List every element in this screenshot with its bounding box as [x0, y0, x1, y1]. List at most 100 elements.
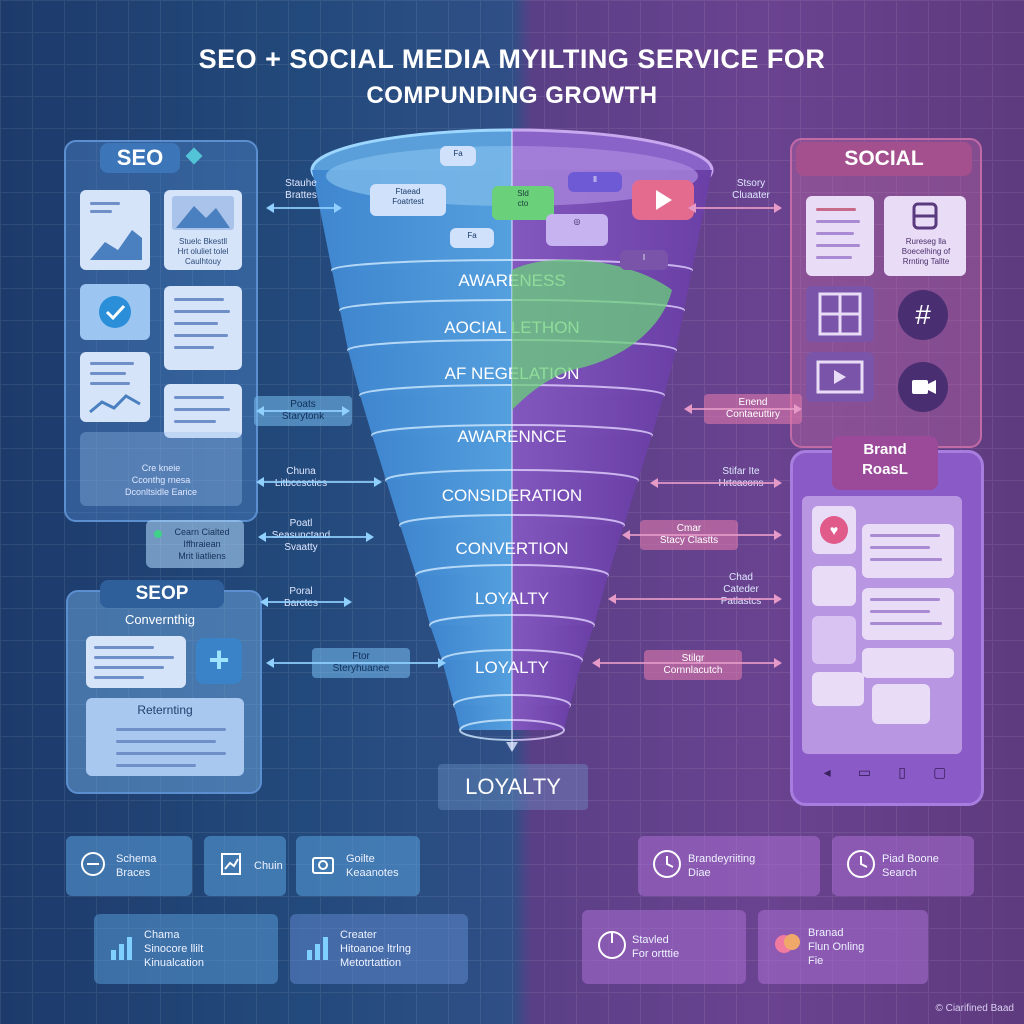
seo-chart-card: [80, 190, 150, 270]
arrow-head-icon: [774, 530, 782, 540]
bar-chart-icon: [108, 932, 138, 966]
arrow-head-icon: [684, 404, 692, 414]
feature-button-4[interactable]: Brandeyriiting Diae: [638, 836, 820, 896]
arrow-head-icon: [774, 478, 782, 488]
funnel-bubble-7: l: [620, 250, 668, 270]
bar-chart-icon: [304, 932, 334, 966]
seop-subtitle: Convernthig: [124, 612, 196, 627]
funnel-bubble-6: ◎: [546, 214, 608, 246]
left-callout-arrow-6: [268, 662, 444, 664]
heart-icon: ♥: [820, 516, 848, 544]
feature-button-label: Brandeyriiting Diae: [688, 853, 756, 879]
phone-text-card-5: [812, 672, 864, 706]
brain-icon: [772, 929, 804, 965]
feature-button-label: Stavled For ortttie: [632, 934, 680, 960]
chart-doc-icon: [218, 851, 244, 881]
seop-retarget-card: Reternting: [86, 698, 244, 776]
funnel-bubble-2: Fa: [440, 146, 476, 166]
seo-tag: SEO: [100, 143, 180, 173]
seo-chat-card: [164, 384, 242, 438]
funnel-bubble-3: Fa: [450, 228, 494, 248]
plus-button[interactable]: +: [196, 638, 242, 684]
mini-chart-icon: [89, 394, 141, 414]
seo-map-card: Cre kneie Cconthg rnesa Dconltsidle Eari…: [80, 432, 242, 506]
status-dot: [154, 530, 162, 538]
arrow-head-icon: [342, 406, 350, 416]
social-list-card: [806, 196, 874, 276]
left-callout-1: Stauhe Brattes: [285, 178, 317, 201]
right-callout-arrow-2: [686, 408, 800, 410]
feature-button-label: Branad Flun Onling Fie: [808, 927, 865, 967]
left-callout-arrow-4: [260, 536, 372, 538]
save-icon[interactable]: ▢: [933, 764, 947, 780]
feature-button-6[interactable]: Chama Sinocore llilt Kinualcation: [94, 914, 278, 984]
arrow-head-icon: [608, 594, 616, 604]
arrow-head-icon: [266, 203, 274, 213]
social-text-card: Rureseg lla Boecelhing of Rrnting Tallte: [884, 196, 966, 276]
social-tag: SOCIAL: [796, 142, 972, 176]
left-callout-4: Poatl Seasunctand Svaatty: [272, 518, 330, 553]
left-badge-text: Cearn Cialted Iffhraiean Mrit liatliens: [174, 527, 230, 561]
right-callout-arrow-1: [690, 207, 780, 209]
seo-footer-text: Cre kneie Cconthg rnesa Dconltsidle Eari…: [124, 463, 198, 497]
left-callout-arrow-2: [258, 410, 348, 412]
left-callout-5: Poral Barctes: [284, 586, 318, 609]
bookmark-icon[interactable]: ▯: [898, 764, 906, 780]
arrow-head-icon: [258, 532, 266, 542]
right-callout-arrow-3: [652, 482, 780, 484]
social-card-text: Rureseg lla Boecelhing of Rrnting Tallte: [901, 237, 951, 266]
seo-text-card: [164, 286, 242, 370]
arrow-head-icon: [366, 532, 374, 542]
book-icon[interactable]: ▭: [857, 764, 872, 780]
left-badge: Cearn Cialted Iffhraiean Mrit liatliens: [146, 520, 244, 568]
seo-check-card: [80, 284, 150, 340]
left-callout-3: Chuna Litbcescties: [274, 466, 328, 489]
layout-icon: [912, 202, 938, 230]
left-callout-arrow-3: [258, 481, 380, 483]
arrow-head-icon: [256, 406, 264, 416]
play-video-icon[interactable]: [632, 180, 694, 220]
seo-image-card: Stuelc Bkestll Hrt oluliet tolel Caulhto…: [164, 190, 242, 270]
arrow-head-icon: [256, 477, 264, 487]
arrow-head-icon: [650, 478, 658, 488]
grid-icon: [818, 292, 862, 336]
clock-icon: [652, 849, 682, 883]
feature-button-2[interactable]: Chuin: [204, 836, 286, 896]
phone-text-card-4: [862, 648, 954, 678]
arrow-head-icon: [334, 203, 342, 213]
check-icon: [99, 296, 131, 328]
clock-icon: [846, 849, 876, 883]
right-callout-1: Stsory Cluaater: [732, 178, 770, 201]
back-icon[interactable]: ◂: [823, 764, 831, 780]
arrow-head-icon: [374, 477, 382, 487]
social-grid-card: [806, 286, 874, 342]
globe-icon: [512, 259, 672, 410]
right-callout-6: Stilgr Cornnlacutch: [644, 650, 742, 680]
feature-button-5[interactable]: Piad Boone Search: [832, 836, 974, 896]
feature-button-label: Chuin: [254, 860, 283, 872]
feature-button-label: Creater Hitoanoe ltrlng Metotrtattion: [340, 929, 411, 969]
funnel-bottom-label: LOYALTY: [438, 764, 588, 810]
feature-button-8[interactable]: Stavled For ortttie: [582, 910, 746, 984]
seop-list-card: [86, 636, 186, 688]
right-callout-3: Stifar Ite Hrtcacons: [718, 466, 763, 489]
right-callout-arrow-4: [624, 534, 780, 536]
line-chart-icon: [90, 230, 142, 260]
feature-button-label: Goilte Keaanotes: [346, 853, 399, 879]
funnel-bubble-5: ll: [568, 172, 622, 192]
hashtag-icon[interactable]: #: [898, 290, 948, 340]
power-icon: [596, 929, 628, 965]
arrow-head-icon: [688, 203, 696, 213]
camera-icon: [310, 851, 336, 881]
right-callout-arrow-6: [594, 662, 780, 664]
feature-button-1[interactable]: Schema Braces: [66, 836, 192, 896]
feature-button-3[interactable]: Goilte Keaanotes: [296, 836, 420, 896]
phone-image-card: [812, 616, 856, 664]
feature-button-7[interactable]: Creater Hitoanoe ltrlng Metotrtattion: [290, 914, 468, 984]
right-callout-5: Chad Cateder Patlastcs: [720, 572, 762, 607]
camera-video-icon[interactable]: [898, 362, 948, 412]
arrow-head-icon: [344, 597, 352, 607]
seo-card-text: Stuelc Bkestll Hrt oluliet tolel Caulhto…: [177, 237, 229, 266]
feature-button-9[interactable]: Branad Flun Onling Fie: [758, 910, 928, 984]
